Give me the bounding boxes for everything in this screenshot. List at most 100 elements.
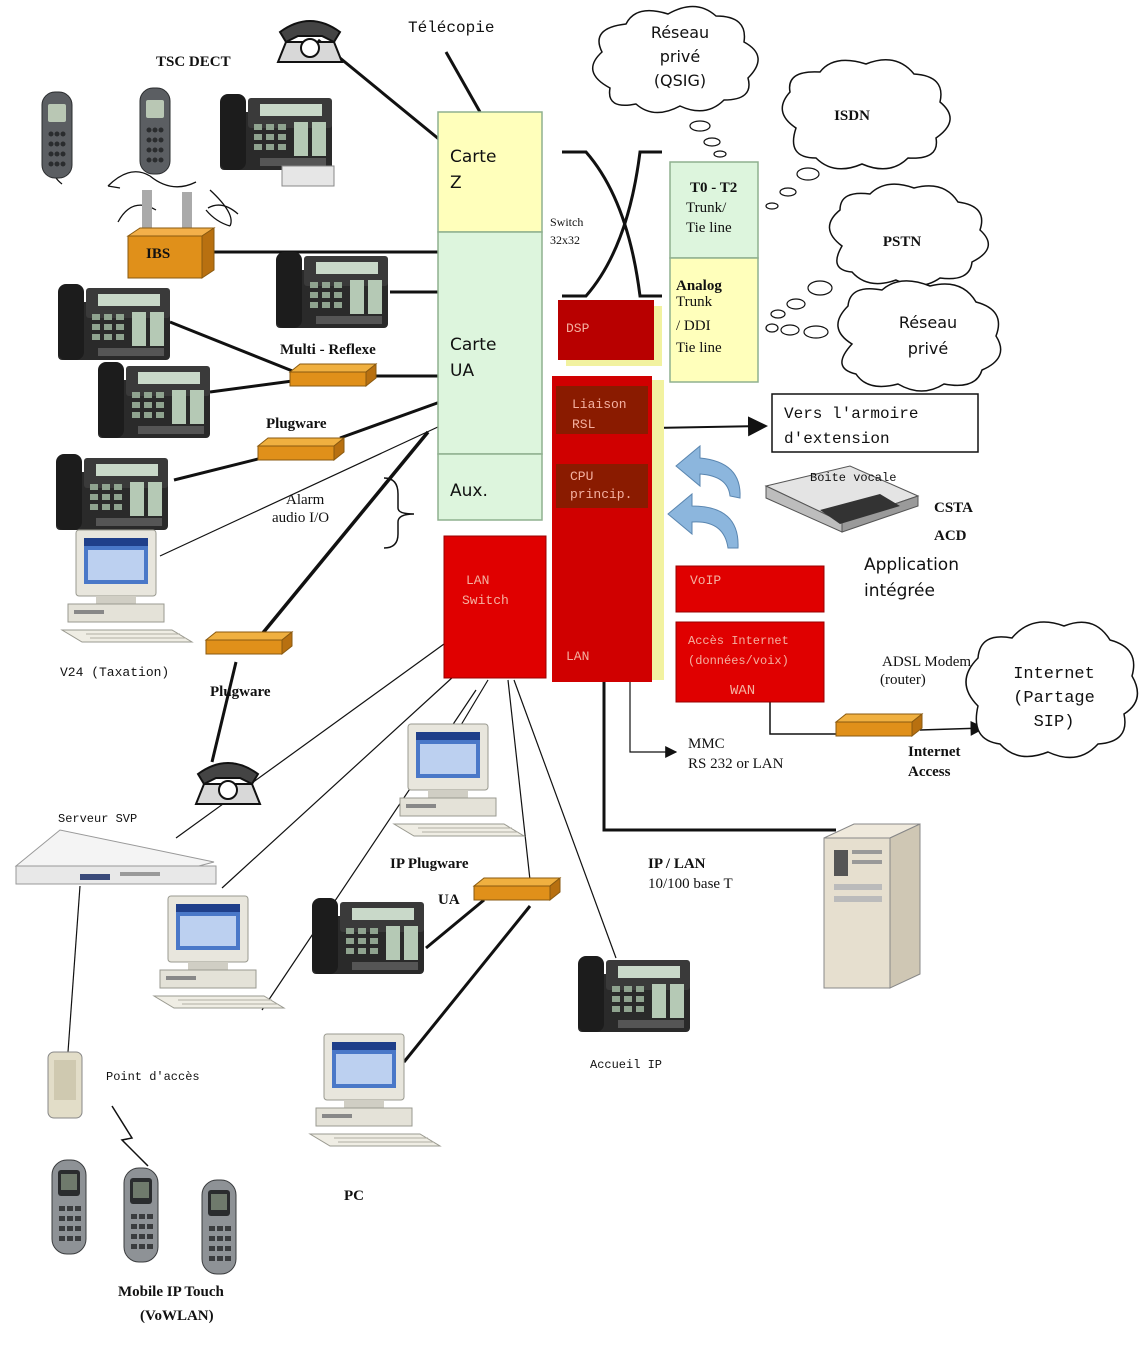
analog-line4: Tie line [676, 340, 722, 356]
lan-switch-line1: LAN [466, 573, 489, 588]
reseau-prive-line2: privé [908, 339, 949, 358]
connection-lines [51, 38, 986, 1167]
lan-switch-line2: Switch [462, 593, 509, 608]
cpu-application-arrows [667, 444, 741, 549]
t0t2-line1: T0 - T2 [690, 180, 737, 196]
wan-box: Accès Internet (données/voix) WAN [675, 621, 825, 703]
reseau-prive-line1: Réseau [899, 313, 957, 332]
pc-label: PC [344, 1188, 364, 1204]
dect-deskphone-icon [220, 94, 332, 170]
ibs-device: IBS [126, 190, 216, 279]
trunk-boxes: T0 - T2 Trunk/ Tie line Analog Trunk / D… [669, 161, 759, 383]
mobile-handset-2-icon [123, 1167, 159, 1263]
mobile-line2: (VoWLAN) [140, 1308, 214, 1324]
cloud-pstn: PSTN [770, 183, 989, 319]
acces-internet-line1: Accès Internet [688, 634, 789, 648]
tsc-dect-label: TSC DECT [156, 54, 231, 70]
cpu-principal-module [556, 464, 648, 508]
deskphone-ua-2-icon [58, 284, 170, 360]
carte-ua-line2: UA [450, 361, 474, 381]
ip-plugware-pc-icon [393, 723, 525, 837]
serveur-svp-label: Serveur SVP [58, 812, 137, 826]
vers-armoire-line2: d'extension [784, 430, 890, 448]
acd-label: ACD [934, 528, 967, 544]
switch-line2: 32x32 [550, 233, 580, 247]
cloud-isdn: ISDN [765, 59, 951, 210]
analog-phone-icon [195, 762, 261, 805]
card-stack: Carte Z Carte UA Aux. [437, 111, 543, 521]
t0t2-line3: Tie line [686, 220, 732, 236]
t0t2-line2: Trunk/ [686, 200, 727, 216]
analog-box [669, 257, 759, 383]
deskphone-ua-3-icon [98, 362, 210, 438]
dect-handset-2-icon [139, 87, 171, 175]
telecopie-phone [277, 20, 343, 63]
liaison-rsl-module [556, 386, 648, 434]
boite-vocale-device: Boite vocale [764, 465, 920, 533]
ua-plug-icon [473, 877, 561, 901]
ip-plugware-label: IP Plugware [390, 856, 469, 872]
aux-label: Aux. [450, 481, 488, 501]
ip-lan-line2: 10/100 base T [648, 876, 733, 892]
pstn-label: PSTN [883, 234, 922, 250]
cloud-reseau-prive: Réseau privé [765, 280, 1002, 392]
liaison-line2: RSL [572, 417, 595, 432]
plugware-1-plug-icon [257, 437, 345, 461]
point-acces-label: Point d'accès [106, 1070, 200, 1084]
internet-access-line1: Internet [908, 744, 961, 760]
alarm-line2: audio I/O [272, 510, 329, 526]
internet-access-plug-icon [835, 713, 923, 737]
reseau-prive-qsig-line2: privé [660, 47, 701, 66]
cloud-internet: Internet (Partage SIP) [965, 621, 1139, 759]
app-line2: intégrée [864, 581, 935, 601]
svp-pc-icon [153, 895, 285, 1009]
cpu-line1: CPU [570, 469, 593, 484]
analog-line3: / DDI [676, 318, 711, 334]
vers-armoire-line1: Vers l'armoire [784, 405, 918, 423]
accueil-ip-phone-icon [578, 956, 690, 1032]
aux-card [437, 453, 543, 521]
voip-box: VoIP [675, 565, 825, 613]
cloud-reseau-prive-qsig: Réseau privé (QSIG) [592, 5, 759, 158]
plugware-2-label: Plugware [210, 684, 271, 700]
carte-z-card [437, 111, 543, 233]
mobile-handset-3-icon [201, 1179, 237, 1275]
alarm-line1: Alarm [286, 492, 325, 508]
carte-z-line2: Z [450, 173, 462, 193]
multi-reflexe-label: Multi - Reflexe [280, 342, 376, 358]
mmc-line1: MMC [688, 736, 725, 752]
adsl-line2: (router) [880, 672, 926, 688]
wan-label: WAN [730, 683, 755, 699]
isdn-label: ISDN [834, 108, 870, 124]
csta-label: CSTA [934, 500, 973, 516]
mobile-line1: Mobile IP Touch [118, 1284, 225, 1300]
analog-line1: Analog [676, 278, 722, 294]
carte-ua-card [437, 231, 543, 455]
carte-ua-line1: Carte [450, 335, 496, 355]
deskphone-ip-ua-icon [312, 898, 424, 974]
app-line1: Application [864, 555, 959, 575]
telecopie-label: Télécopie [408, 19, 494, 37]
analog-line2: Trunk [676, 294, 713, 310]
ip-lan-line1: IP / LAN [648, 856, 706, 872]
multi-reflexe-plug-icon [289, 363, 377, 387]
ibs-label: IBS [146, 246, 170, 262]
deskphone-ua-1-icon [276, 252, 388, 328]
internet-line3: SIP) [1034, 713, 1075, 732]
cpu-line2: princip. [570, 487, 632, 502]
server-tower-icon [823, 823, 921, 989]
vers-armoire-box: Vers l'armoire d'extension [771, 393, 979, 453]
accueil-ip-label: Accueil IP [590, 1058, 662, 1072]
deskphone-stand [281, 165, 335, 187]
dect-handset-1-icon [41, 91, 73, 179]
liaison-line1: Liaison [572, 397, 627, 412]
mobile-handset-1-icon [51, 1159, 87, 1255]
mmc-line2: RS 232 or LAN [688, 756, 784, 772]
boite-vocale-label: Boite vocale [810, 471, 896, 485]
plugware-1-label: Plugware [266, 416, 327, 432]
dsp-box: DSP [558, 300, 662, 366]
internet-line1: Internet [1013, 665, 1095, 684]
carte-z-line1: Carte [450, 147, 496, 167]
